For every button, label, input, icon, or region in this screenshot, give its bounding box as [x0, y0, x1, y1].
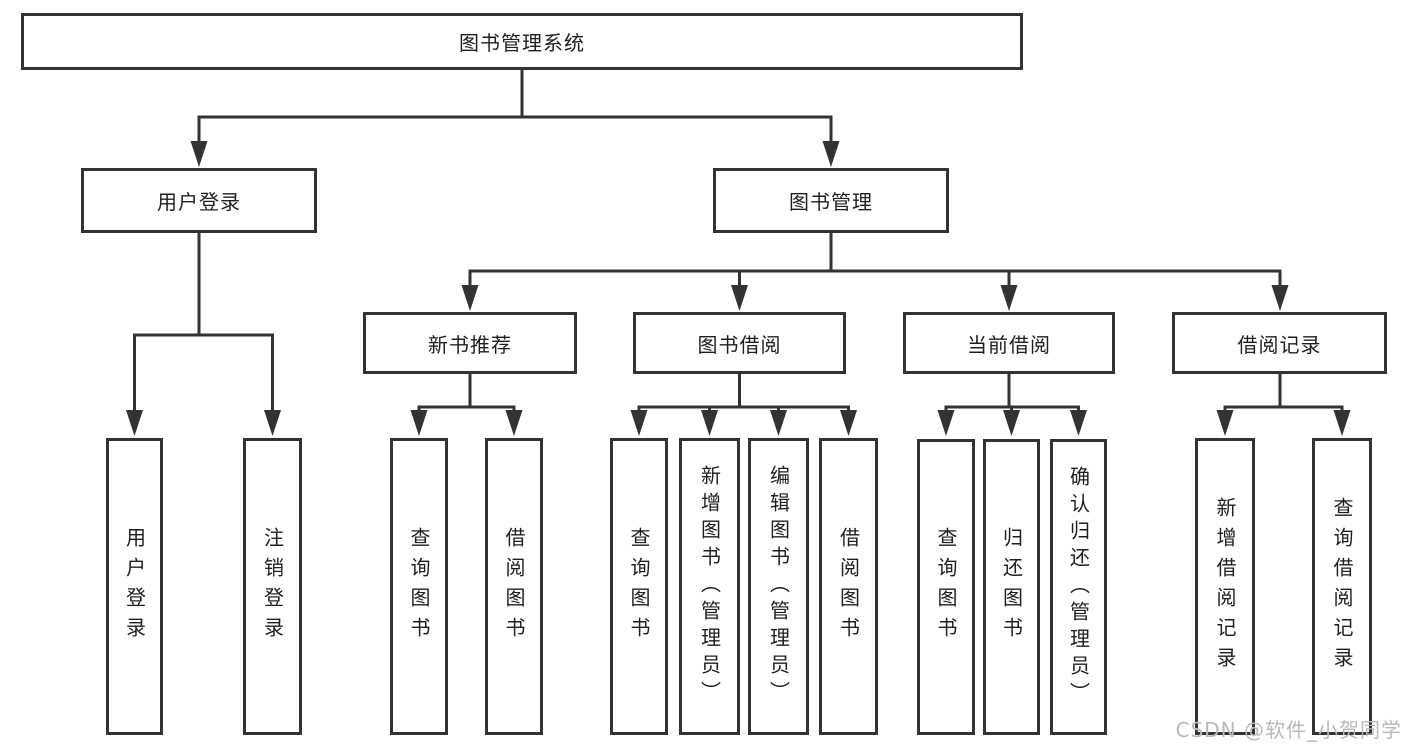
leaf-user-login: 用户登录 [106, 438, 163, 735]
node-book-management: 图书管理 [713, 168, 949, 233]
node-label: 注销登录 [260, 526, 285, 647]
node-label: 查询图书 [407, 526, 431, 647]
leaf-query-books-recommend: 查询图书 [390, 438, 448, 735]
node-label: 图书管理系统 [459, 31, 585, 55]
node-label: 查询图书 [934, 527, 958, 647]
node-current-borrowing: 当前借阅 [903, 312, 1115, 374]
arrowheads [126, 141, 1351, 436]
node-label: 借阅图书 [836, 526, 861, 647]
node-label: 确认归还（管理员） [1066, 465, 1091, 709]
node-library-management-system: 图书管理系统 [21, 13, 1023, 70]
watermark: CSDN @软件_小贺同学 [1175, 718, 1402, 742]
node-label: 查询图书 [627, 526, 651, 647]
node-label: 图书借阅 [697, 332, 782, 357]
leaf-confirm-return-admin: 确认归还（管理员） [1050, 439, 1107, 735]
leaf-return-books: 归还图书 [983, 439, 1040, 735]
leaf-add-borrow-record: 新增借阅记录 [1195, 438, 1255, 735]
node-new-book-recommend: 新书推荐 [363, 312, 577, 374]
node-label: 借阅图书 [502, 526, 526, 647]
node-label: 新增图书（管理员） [697, 465, 722, 708]
leaf-add-books-admin: 新增图书（管理员） [679, 438, 740, 735]
node-label: 借阅记录 [1237, 332, 1322, 357]
leaf-borrow-books: 借阅图书 [819, 438, 878, 735]
node-label: 归还图书 [999, 527, 1024, 647]
node-book-borrowing: 图书借阅 [633, 312, 846, 374]
node-user-login: 用户登录 [81, 168, 317, 233]
leaf-query-borrow-record: 查询借阅记录 [1312, 438, 1372, 735]
leaf-edit-books-admin: 编辑图书（管理员） [748, 438, 809, 735]
node-label: 用户登录 [122, 526, 147, 647]
node-label: 查询借阅记录 [1330, 496, 1354, 677]
node-borrowing-records: 借阅记录 [1172, 312, 1387, 374]
leaf-query-books-borrowing: 查询图书 [610, 438, 668, 735]
node-label: 用户登录 [157, 190, 241, 214]
node-label: 编辑图书（管理员） [766, 465, 791, 708]
node-label: 新书推荐 [428, 332, 512, 357]
leaf-borrow-books-recommend: 借阅图书 [485, 438, 543, 735]
leaf-logout: 注销登录 [243, 438, 302, 735]
leaf-query-books-current: 查询图书 [917, 439, 975, 735]
node-label: 图书管理 [789, 190, 873, 214]
node-label: 新增借阅记录 [1213, 496, 1237, 677]
node-label: 当前借阅 [967, 332, 1051, 357]
